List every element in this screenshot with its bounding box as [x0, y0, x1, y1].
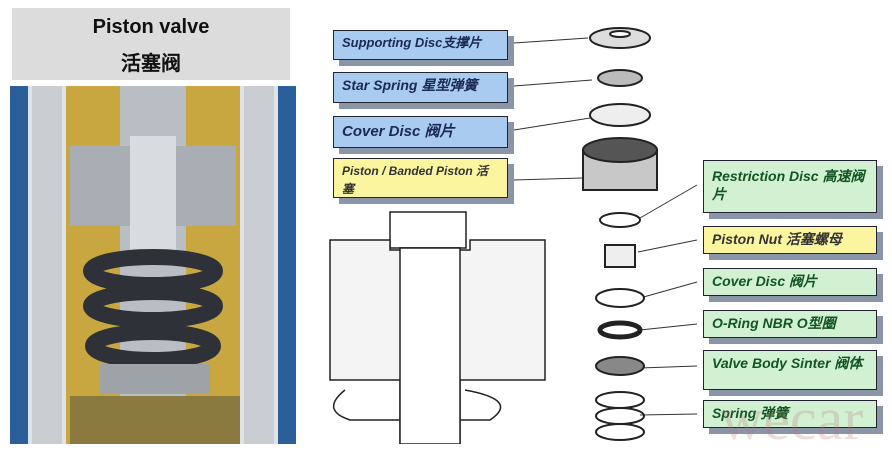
- label-supporting-disc: Supporting Disc支撑片: [333, 30, 508, 60]
- piston-valve-render: [10, 86, 296, 444]
- label-restriction-disc: Restriction Disc 高速阀片: [703, 160, 877, 213]
- watermark: wecar: [720, 386, 864, 452]
- label-piston: Piston / Banded Piston 活塞: [333, 158, 508, 198]
- label-o-ring: O-Ring NBR O型圈: [703, 310, 877, 338]
- title-box: Piston valve 活塞阀: [12, 8, 290, 80]
- label-cover-disc-bottom: Cover Disc 阀片: [703, 268, 877, 296]
- label-spring: Spring 弹簧: [703, 400, 877, 428]
- exploded-view-diagram: [329, 27, 698, 444]
- label-cover-disc-top: Cover Disc 阀片: [333, 116, 508, 148]
- title-en: Piston valve: [92, 16, 210, 38]
- label-valve-body: Valve Body Sinter 阀体: [703, 350, 877, 390]
- label-piston-nut: Piston Nut 活塞螺母: [703, 226, 877, 254]
- title-cn: 活塞阀: [121, 53, 181, 75]
- leader-lines: [513, 37, 698, 416]
- cross-section: [329, 211, 546, 444]
- label-star-spring: Star Spring 星型弹簧: [333, 72, 508, 103]
